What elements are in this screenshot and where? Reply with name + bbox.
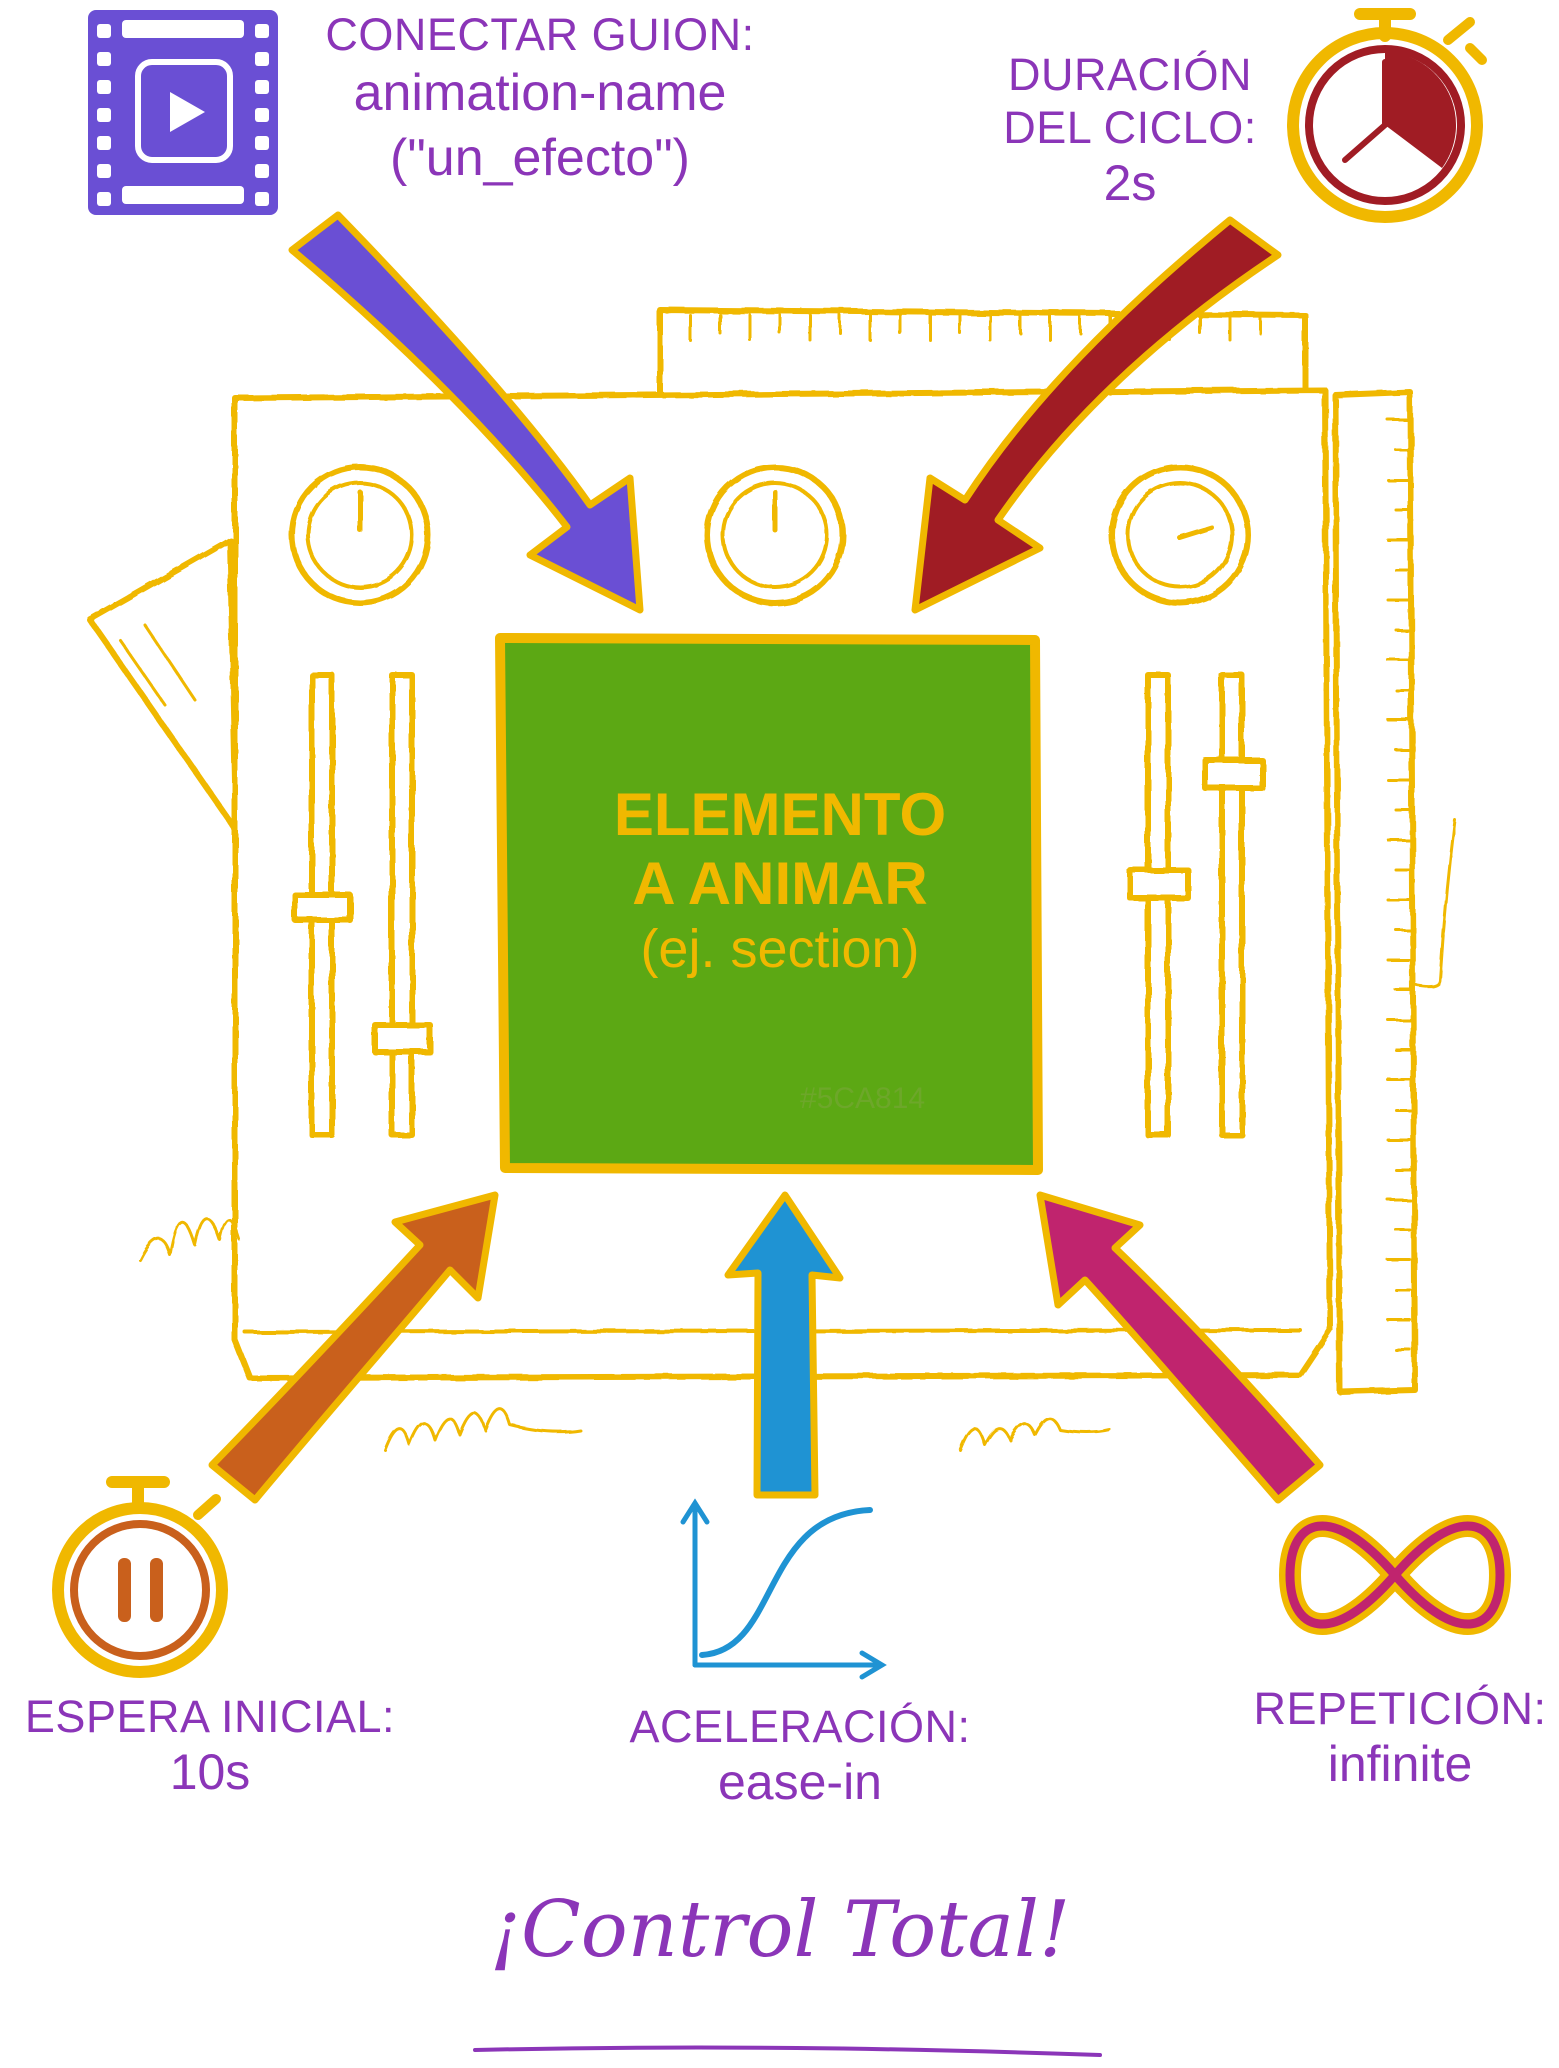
pause-timer-icon (52, 1476, 228, 1678)
label-delay-key: ESPERA INICIAL: (24, 1691, 396, 1742)
label-duration: DURACIÓN DEL CICLO: 2s (960, 48, 1300, 213)
label-delay-value: 10s (169, 1744, 251, 1801)
stopwatch-icon (1287, 8, 1487, 223)
tagline: ¡Control Total! (489, 1885, 1071, 1975)
arrow-script (288, 211, 644, 614)
label-repetition: REPETICIÓN: infinite (1230, 1682, 1559, 1794)
arrow-acceleration (724, 1191, 844, 1499)
label-duration-key: DURACIÓN (1007, 49, 1252, 100)
element-color-code: #5CA814 (800, 1082, 926, 1115)
label-script-value2: ("un_efecto") (390, 129, 690, 188)
label-repetition-value: infinite (1327, 1736, 1473, 1793)
element-title-line1: ELEMENTO (613, 781, 947, 848)
element-label: ELEMENTO A ANIMAR (ej. section) (510, 780, 1050, 980)
element-title-line2: A ANIMAR (632, 850, 928, 917)
label-acceleration-key: ACELERACIÓN: (629, 1701, 971, 1752)
film-play-icon (88, 10, 278, 215)
tagline-underline (473, 2045, 1102, 2057)
animated-element-box (495, 633, 1043, 1175)
arrow-duration (911, 216, 1282, 614)
ease-curve-icon (680, 1498, 887, 1680)
label-acceleration-value: ease-in (718, 1754, 882, 1811)
label-duration-value: 2s (1103, 155, 1157, 212)
label-delay: ESPERA INICIAL: 10s (0, 1690, 420, 1802)
label-duration-key2: DEL CICLO: (1003, 102, 1257, 154)
infinity-icon (1278, 1515, 1512, 1635)
label-script-key: CONECTAR GUION: (325, 9, 755, 60)
label-script-value: animation-name (353, 64, 727, 123)
element-subtitle: (ej. section) (640, 919, 920, 979)
label-repetition-key: REPETICIÓN: (1253, 1683, 1547, 1734)
label-acceleration: ACELERACIÓN: ease-in (590, 1700, 1010, 1812)
label-script: CONECTAR GUION: animation-name ("un_efec… (300, 8, 780, 191)
arrow-repetition (1036, 1191, 1324, 1504)
arrow-delay (208, 1191, 499, 1504)
